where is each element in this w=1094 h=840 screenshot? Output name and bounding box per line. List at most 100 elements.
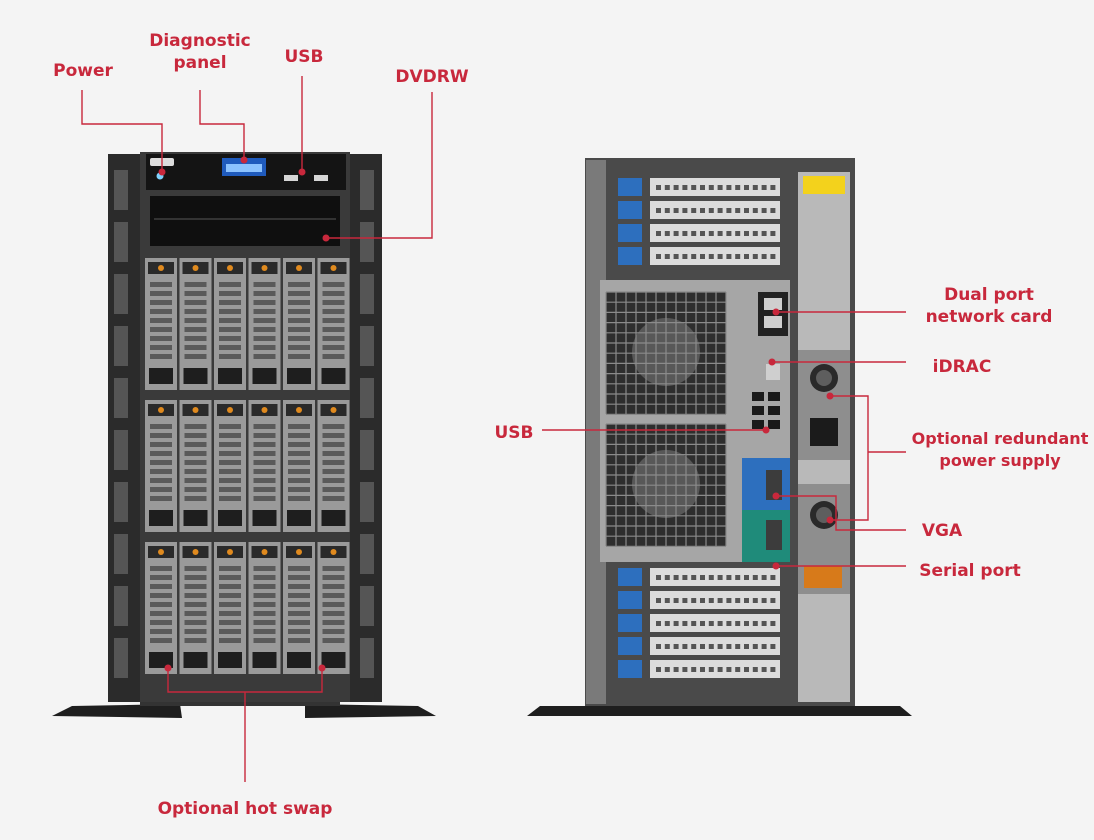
callout-dot bbox=[772, 308, 780, 316]
rail-vent bbox=[360, 222, 374, 262]
rear-usb-port[interactable] bbox=[752, 406, 764, 415]
rear-usb-port[interactable] bbox=[752, 420, 764, 429]
label-hot-swap: Optional hot swap bbox=[157, 799, 333, 819]
rear-usb-port[interactable] bbox=[768, 420, 780, 429]
callout-dot bbox=[164, 664, 172, 672]
rail-vent bbox=[360, 586, 374, 626]
network-port-2[interactable] bbox=[764, 316, 782, 328]
rail-vent bbox=[360, 170, 374, 210]
dvdrw-tray bbox=[154, 218, 336, 220]
drive-bay[interactable] bbox=[145, 258, 177, 390]
expansion-slot[interactable] bbox=[618, 201, 780, 219]
callout-line-psu bbox=[830, 395, 869, 521]
dvdrw-drive[interactable] bbox=[150, 196, 340, 246]
drive-bay[interactable] bbox=[179, 258, 212, 390]
expansion-slot[interactable] bbox=[618, 660, 780, 678]
drive-bay[interactable] bbox=[214, 258, 246, 390]
expansion-slot[interactable] bbox=[618, 247, 780, 265]
callout-dot bbox=[240, 156, 248, 164]
rail-vent bbox=[360, 378, 374, 418]
drive-bay[interactable] bbox=[145, 542, 177, 674]
expansion-slot[interactable] bbox=[618, 637, 780, 655]
drive-bay[interactable] bbox=[317, 542, 350, 674]
rail-vent bbox=[114, 222, 128, 262]
rail-vent bbox=[360, 430, 374, 470]
warning-sticker bbox=[803, 176, 845, 194]
expansion-slot[interactable] bbox=[618, 224, 780, 242]
callout-dot bbox=[772, 562, 780, 570]
label-diagnostic-panel: Diagnostic panel bbox=[149, 31, 251, 73]
front-server-view bbox=[52, 152, 436, 718]
rail-vent bbox=[114, 170, 128, 210]
rail-vent bbox=[114, 534, 128, 574]
vga-port[interactable] bbox=[766, 470, 782, 500]
network-port-1[interactable] bbox=[764, 298, 782, 310]
drive-bay[interactable] bbox=[179, 542, 212, 674]
callout-line-vga bbox=[776, 495, 906, 531]
label-rear-usb: USB bbox=[494, 423, 534, 443]
label-front-usb: USB bbox=[284, 47, 324, 67]
label-dual-port-network-card: Dual port network card bbox=[925, 285, 1053, 327]
front-base-foot-right bbox=[305, 704, 436, 718]
callout-dot bbox=[762, 426, 770, 434]
rear-usb-port[interactable] bbox=[768, 406, 780, 415]
label-vga: VGA bbox=[921, 521, 963, 541]
rail-vent bbox=[114, 430, 128, 470]
front-base-bar bbox=[140, 700, 340, 706]
rail-vent bbox=[114, 378, 128, 418]
rail-vent bbox=[114, 638, 128, 678]
drive-bay[interactable] bbox=[179, 400, 212, 532]
drive-bay[interactable] bbox=[214, 400, 246, 532]
callout-line-power bbox=[81, 90, 163, 172]
callout-dot bbox=[826, 392, 834, 400]
expansion-slot[interactable] bbox=[618, 614, 780, 632]
power-supply-2[interactable] bbox=[798, 484, 850, 594]
rear-usb-port[interactable] bbox=[752, 392, 764, 401]
label-dvdrw: DVDRW bbox=[395, 67, 469, 87]
drive-bay[interactable] bbox=[248, 542, 281, 674]
drive-bay[interactable] bbox=[248, 400, 281, 532]
drive-bay[interactable] bbox=[317, 258, 350, 390]
front-usb-port-2[interactable] bbox=[314, 175, 328, 181]
power-supply-1[interactable] bbox=[798, 350, 850, 460]
drive-bay[interactable] bbox=[214, 542, 246, 674]
drive-bay[interactable] bbox=[248, 258, 281, 390]
rail-vent bbox=[360, 274, 374, 314]
expansion-slot[interactable] bbox=[618, 178, 780, 196]
expansion-slot[interactable] bbox=[618, 568, 780, 586]
callout-dot bbox=[826, 516, 834, 524]
drive-bay[interactable] bbox=[283, 400, 315, 532]
front-usb-port-1[interactable] bbox=[284, 175, 298, 181]
rail-vent bbox=[114, 586, 128, 626]
drive-bay[interactable] bbox=[317, 400, 350, 532]
callout-dot bbox=[318, 664, 326, 672]
rail-vent bbox=[360, 482, 374, 522]
callout-dot bbox=[158, 168, 166, 176]
callout-dot bbox=[322, 234, 330, 242]
rail-vent bbox=[114, 326, 128, 366]
rail-vent bbox=[114, 274, 128, 314]
fan-grille bbox=[605, 423, 727, 548]
drive-bay[interactable] bbox=[283, 542, 315, 674]
serial-port[interactable] bbox=[766, 520, 782, 550]
label-power: Power bbox=[53, 61, 113, 81]
rear-base bbox=[527, 706, 912, 716]
callout-dot bbox=[772, 492, 780, 500]
expansion-slot[interactable] bbox=[618, 591, 780, 609]
diagnostic-panel-screen bbox=[226, 164, 262, 172]
idrac-port[interactable] bbox=[766, 364, 780, 380]
callout-line-dvdrw bbox=[326, 92, 433, 239]
label-idrac: iDRAC bbox=[932, 357, 992, 377]
drive-bay[interactable] bbox=[283, 258, 315, 390]
fan-grille bbox=[605, 291, 727, 415]
rear-usb-port[interactable] bbox=[768, 392, 780, 401]
callout-line-diagnostic bbox=[199, 90, 245, 160]
rail-vent bbox=[114, 482, 128, 522]
callout-dot bbox=[768, 358, 776, 366]
callout-dot bbox=[298, 168, 306, 176]
rail-vent bbox=[360, 638, 374, 678]
rail-vent bbox=[360, 326, 374, 366]
drive-bay[interactable] bbox=[145, 400, 177, 532]
rear-server-view bbox=[527, 158, 912, 716]
